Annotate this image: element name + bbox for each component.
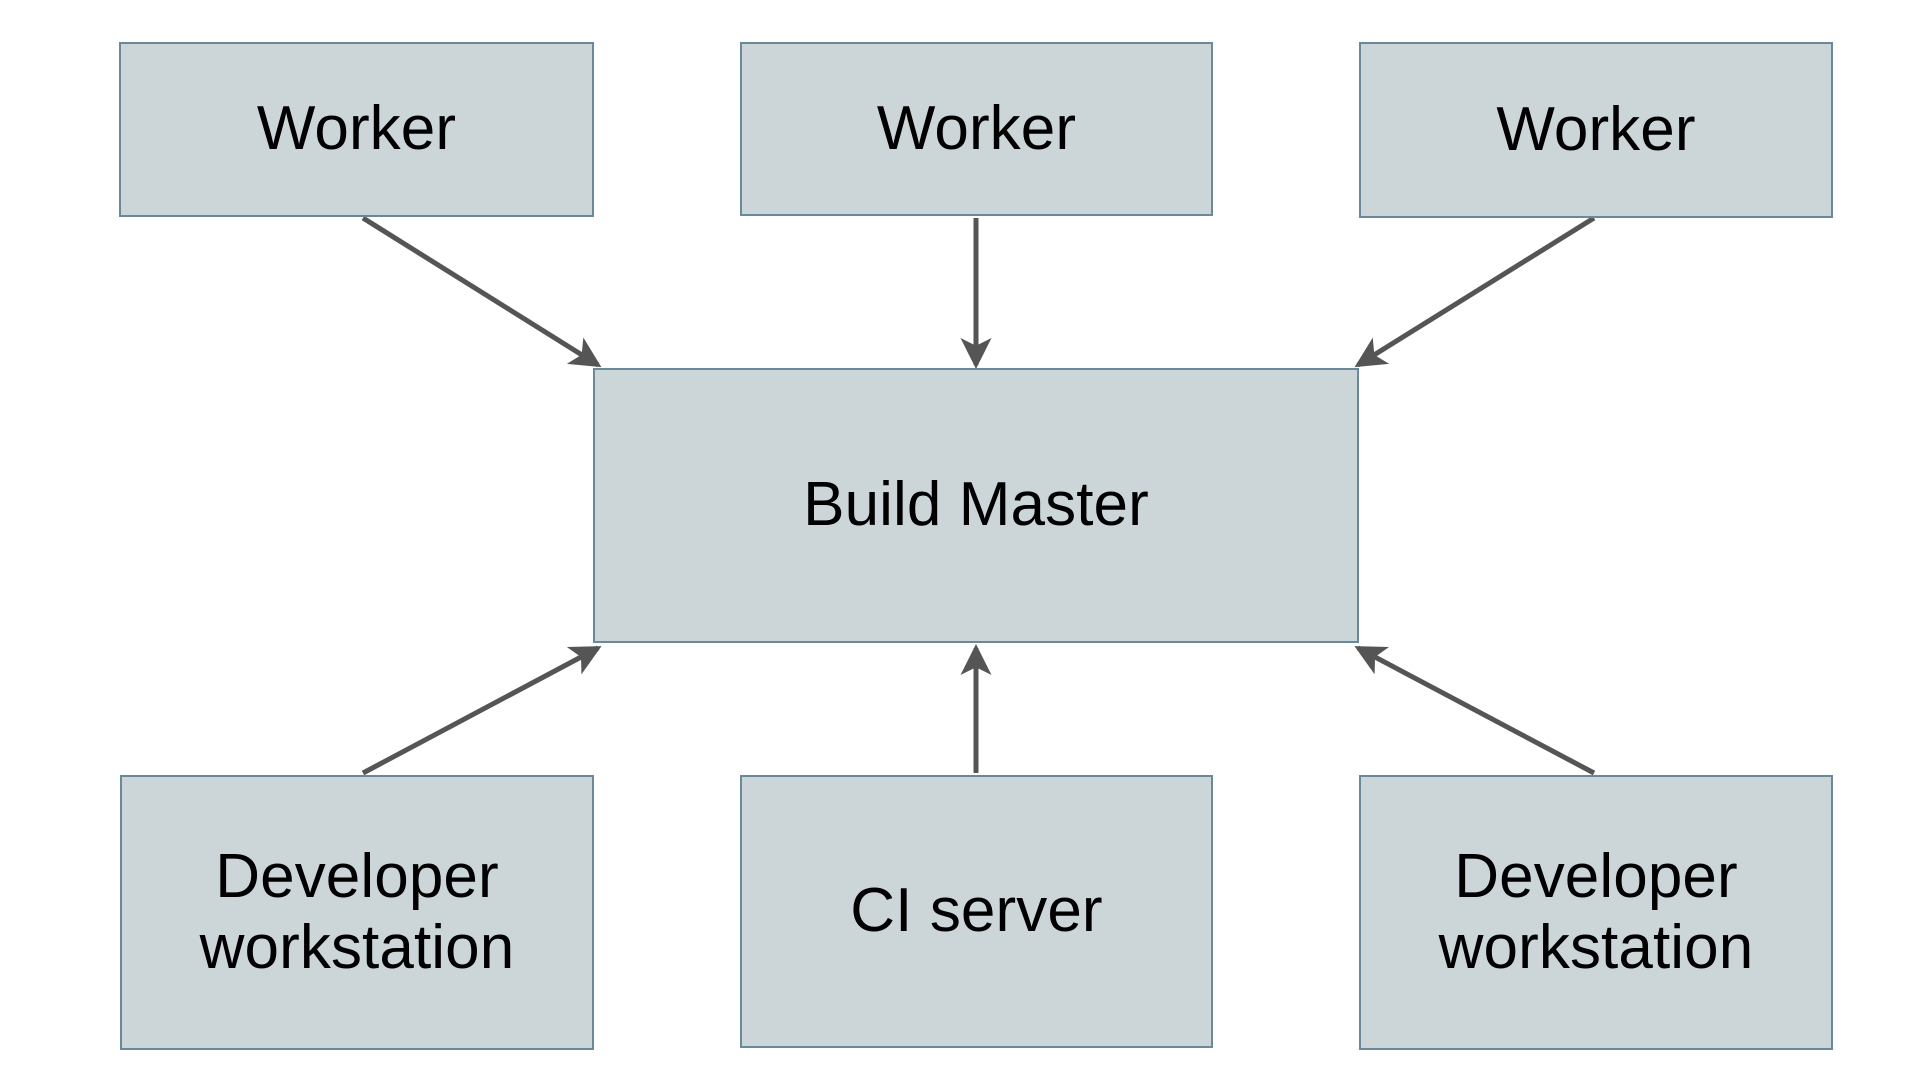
edge-worker-right-to-build-master (1354, 215, 1596, 368)
node-worker-left[interactable]: Worker (119, 42, 594, 217)
node-label: Worker (876, 93, 1077, 163)
node-developer-workstation-left[interactable]: Developer workstation (120, 775, 594, 1050)
node-label: Build Master (803, 470, 1149, 540)
node-label: Developer workstation (1438, 841, 1754, 982)
node-label: CI server (850, 876, 1103, 946)
edge-developer-workstation-left-to-build-master (361, 645, 602, 776)
node-worker-center[interactable]: Worker (740, 42, 1213, 216)
edge-developer-workstation-right-to-build-master (1354, 645, 1596, 776)
node-ci-server[interactable]: CI server (740, 775, 1213, 1048)
node-label: Worker (256, 94, 457, 164)
edge-worker-left-to-build-master (361, 215, 602, 368)
node-developer-workstation-right[interactable]: Developer workstation (1359, 775, 1833, 1050)
node-worker-right[interactable]: Worker (1359, 42, 1833, 218)
node-label: Worker (1496, 94, 1696, 164)
node-label: Developer workstation (199, 841, 515, 982)
node-build-master[interactable]: Build Master (593, 368, 1359, 643)
